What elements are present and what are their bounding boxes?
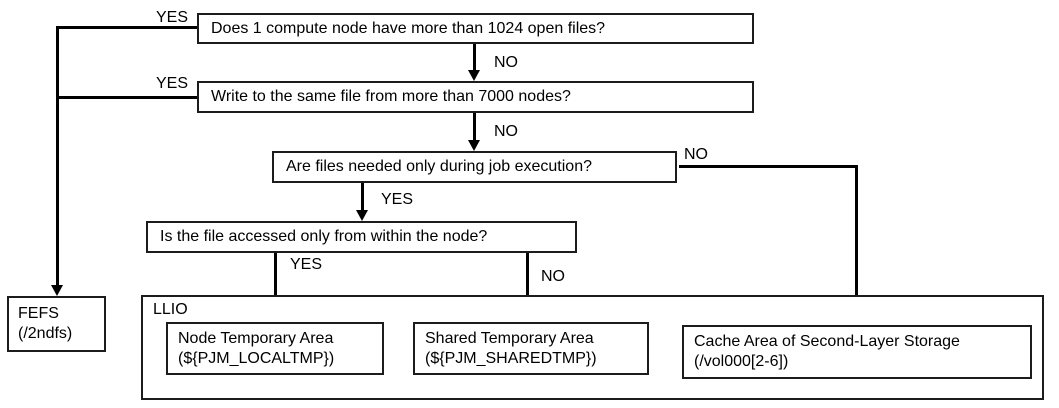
llio-label: LLIO <box>153 301 188 318</box>
decision-text-same-file: Write to the same file from more than 70… <box>211 88 571 105</box>
connector-q3-no-vertical <box>855 165 858 315</box>
cache-area-name: Cache Area of Second-Layer Storage <box>694 333 960 350</box>
connector-q4-no-vertical <box>526 253 529 313</box>
fefs-path: (/2ndfs) <box>18 325 73 342</box>
connector-q1-yes-horizontal <box>57 26 197 29</box>
edge-label-q1-no: NO <box>494 54 518 71</box>
fefs-name: FEFS <box>18 305 59 322</box>
cache-area-box: Cache Area of Second-Layer Storage (/vol… <box>682 325 1032 379</box>
arrowhead-into-q2 <box>468 70 480 81</box>
connector-fefs-vertical <box>56 26 59 286</box>
edge-label-q1-yes: YES <box>156 9 189 26</box>
decision-text-open-files: Does 1 compute node have more than 1024 … <box>211 19 606 37</box>
edge-label-q4-no: NO <box>541 268 565 285</box>
arrowhead-into-q4 <box>356 210 368 221</box>
connector-q2-yes-horizontal <box>57 96 197 99</box>
cache-area-path: (/vol000[2-6]) <box>694 353 789 370</box>
connector-q3-no-horizontal <box>679 165 858 168</box>
shared-temporary-area-box: Shared Temporary Area (${PJM_SHAREDTMP}) <box>413 322 649 375</box>
shared-temporary-name: Shared Temporary Area <box>425 329 594 347</box>
node-temporary-area-box: Node Temporary Area (${PJM_LOCALTMP}) <box>166 322 384 375</box>
shared-temporary-path: (${PJM_SHAREDTMP}) <box>425 349 597 367</box>
decision-box-same-file: Write to the same file from more than 70… <box>197 81 754 113</box>
connector-q1-no-vertical <box>473 44 476 72</box>
arrowhead-into-q3 <box>468 140 480 151</box>
arrowhead-into-fefs <box>51 285 63 296</box>
decision-text-job-execution: Are files needed only during job executi… <box>286 158 592 175</box>
decision-box-within-node: Is the file accessed only from within th… <box>146 221 577 253</box>
connector-q4-yes-vertical <box>274 253 277 313</box>
connector-q3-yes-vertical <box>361 183 364 211</box>
node-temporary-name: Node Temporary Area <box>178 329 334 347</box>
edge-label-q2-yes: YES <box>156 75 189 92</box>
decision-text-within-node: Is the file accessed only from within th… <box>160 228 488 245</box>
connector-q2-no-vertical <box>473 113 476 141</box>
edge-label-q3-yes: YES <box>381 191 414 208</box>
edge-label-q2-no: NO <box>494 123 518 140</box>
decision-box-job-execution: Are files needed only during job executi… <box>272 151 677 183</box>
fefs-box: FEFS (/2ndfs) <box>7 296 106 352</box>
edge-label-q4-yes: YES <box>290 256 323 273</box>
node-temporary-path: (${PJM_LOCALTMP}) <box>178 349 335 367</box>
edge-label-q3-no: NO <box>684 146 708 163</box>
decision-box-open-files: Does 1 compute node have more than 1024 … <box>197 13 754 44</box>
